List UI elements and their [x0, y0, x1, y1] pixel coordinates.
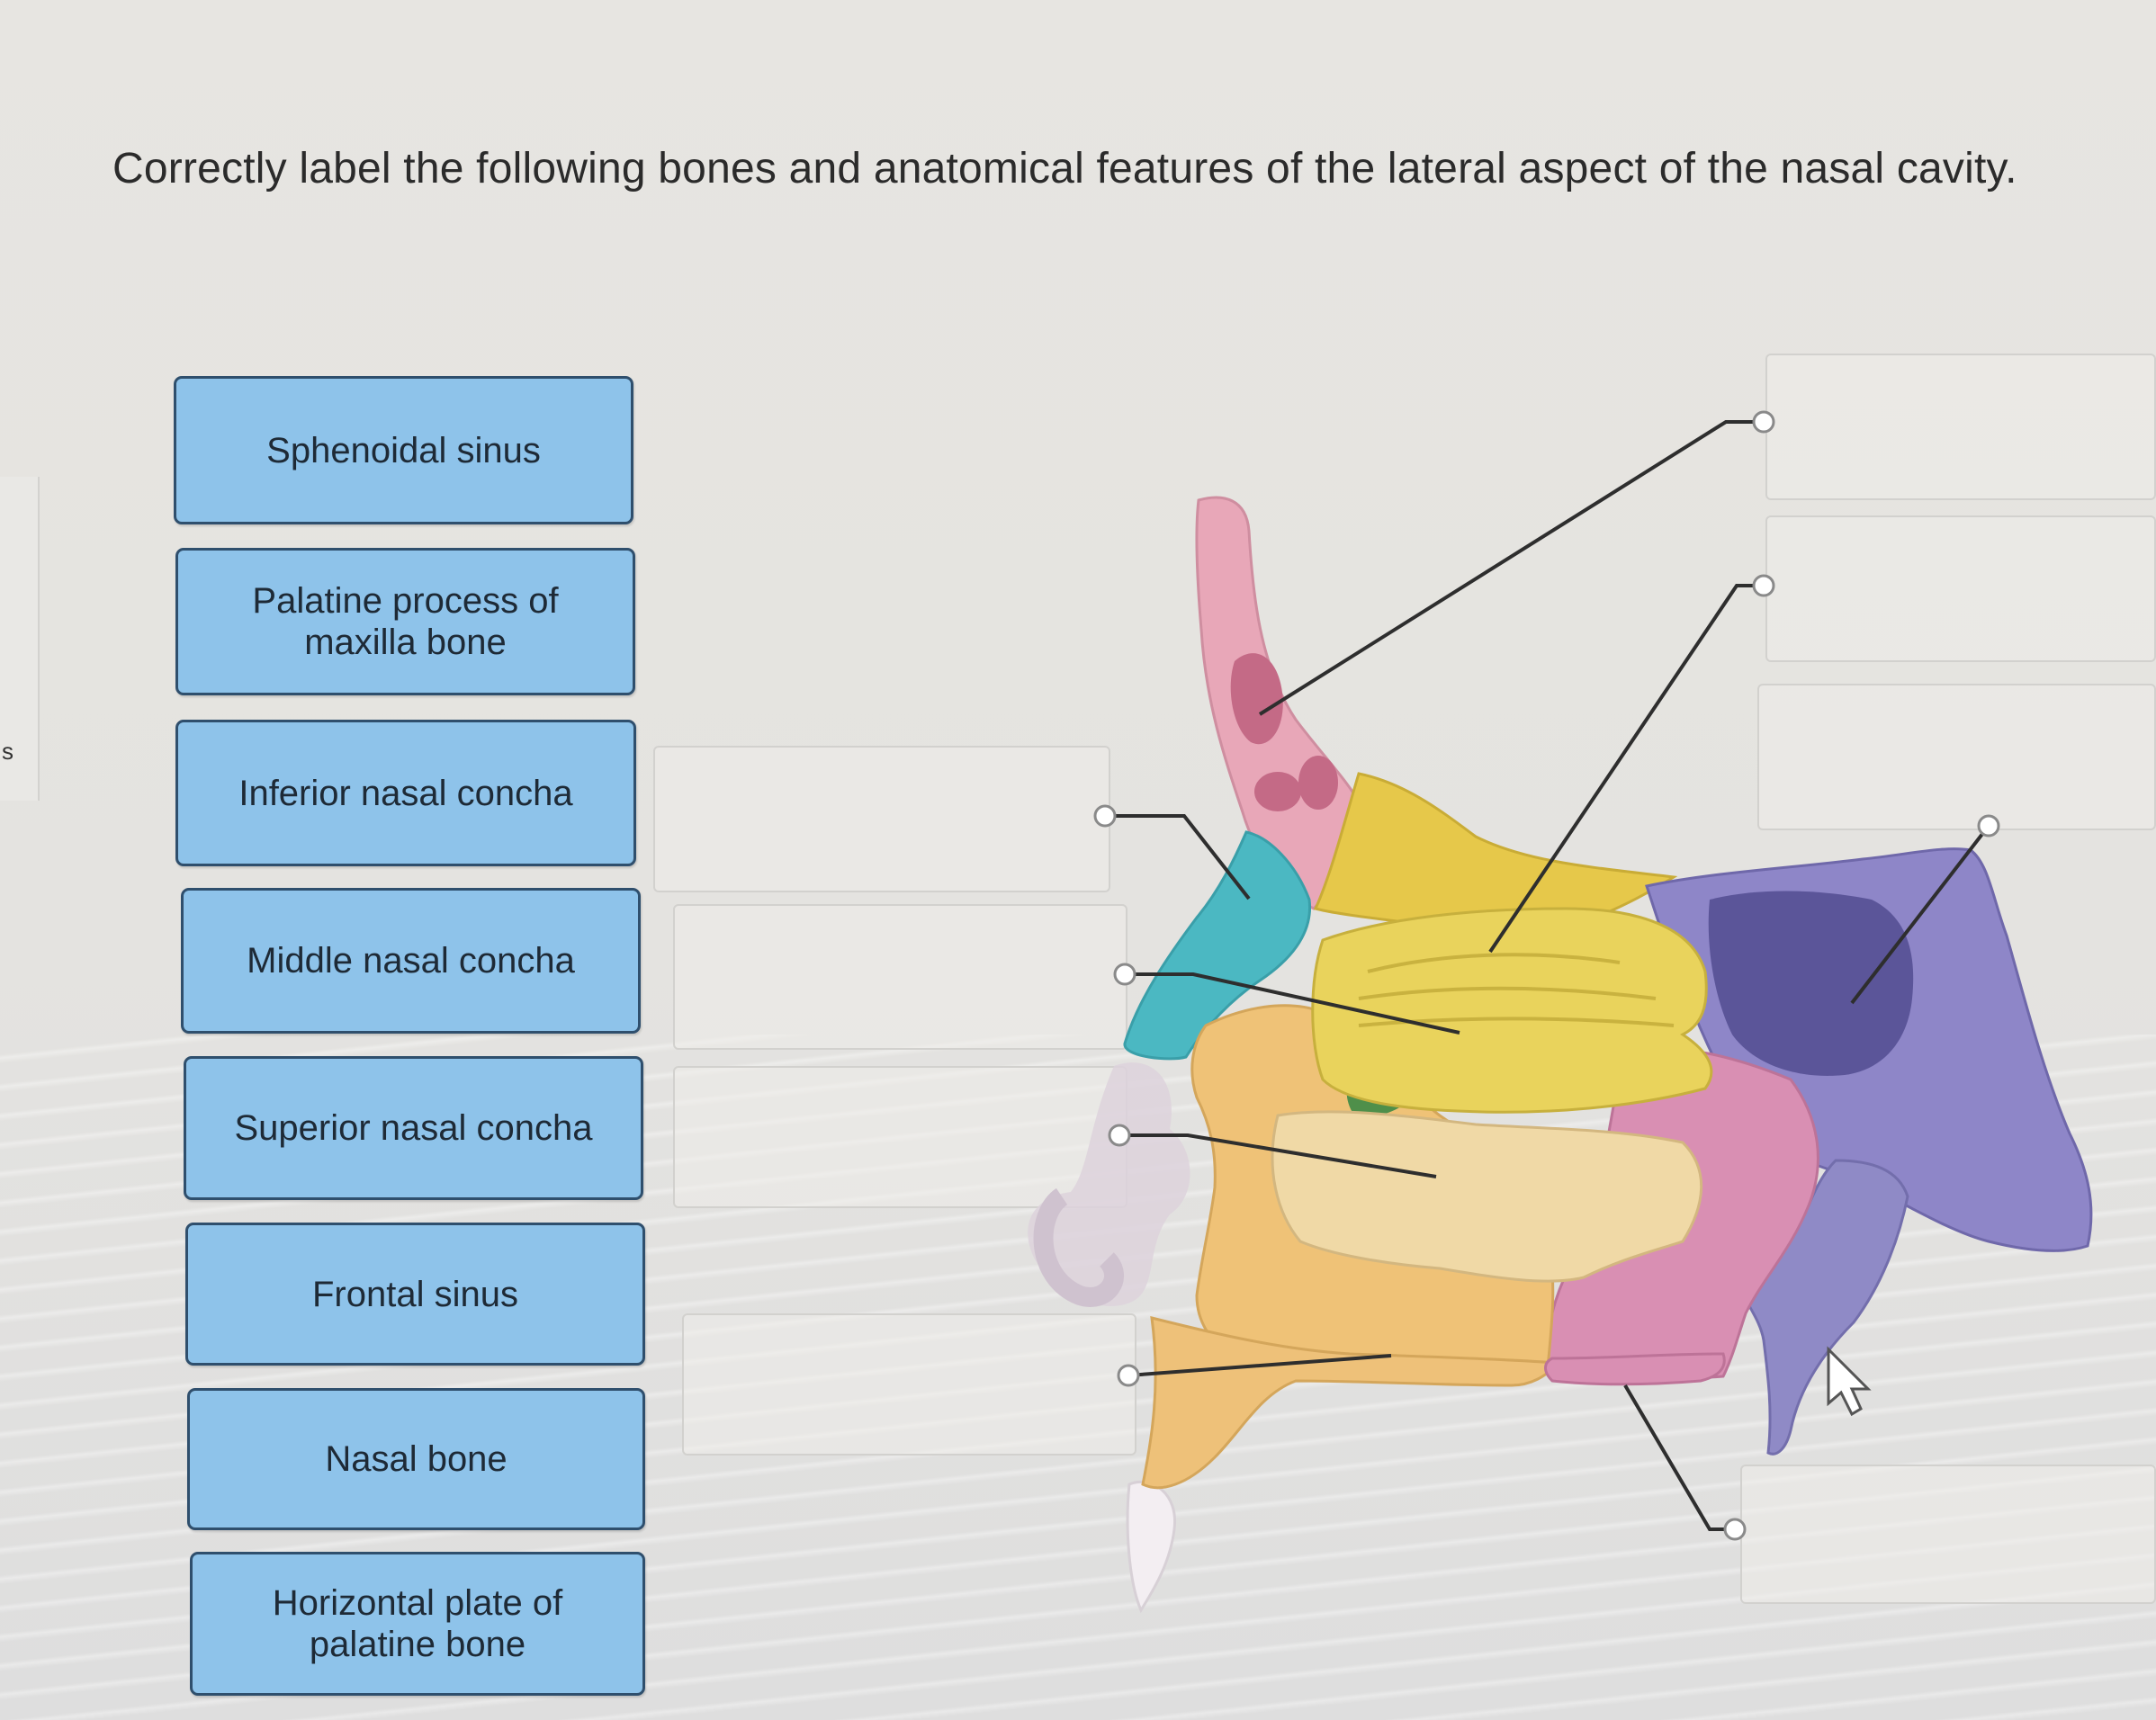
- endpoint-6: [1108, 1124, 1131, 1147]
- left-edge-glyph: s: [2, 738, 13, 765]
- label-chip-middle-nasal-concha[interactable]: Middle nasal concha: [181, 888, 641, 1034]
- drop-zone-4[interactable]: [653, 746, 1110, 892]
- frontal-sinus: [1230, 653, 1283, 745]
- leader-line-8: [1623, 1384, 1735, 1531]
- drop-zone-3[interactable]: [1757, 684, 2156, 830]
- chip-label-line: Palatine process of: [252, 581, 559, 621]
- drop-zone-6[interactable]: [673, 1066, 1127, 1208]
- question-prompt: Correctly label the following bones and …: [112, 145, 2017, 193]
- drop-zone-2[interactable]: [1765, 515, 2156, 662]
- palatine-process-maxilla: [1141, 1316, 1559, 1490]
- frontal-sinus-cell-1: [1254, 772, 1301, 811]
- chip-label: Nasal bone: [325, 1439, 508, 1479]
- endpoint-7: [1117, 1364, 1140, 1387]
- label-chip-inferior-nasal-concha[interactable]: Inferior nasal concha: [175, 720, 636, 866]
- chip-label: Frontal sinus: [312, 1274, 518, 1314]
- endpoint-5: [1113, 963, 1136, 986]
- nasal-cartilage: [1028, 1062, 1190, 1306]
- label-chip-frontal-sinus[interactable]: Frontal sinus: [185, 1223, 645, 1366]
- label-chip-nasal-bone[interactable]: Nasal bone: [187, 1388, 645, 1530]
- frontal-sinus-cell-2: [1298, 756, 1338, 810]
- inferior-nasal-concha: [1271, 1110, 1703, 1283]
- drop-zone-7[interactable]: [682, 1313, 1136, 1456]
- chip-label: Superior nasal concha: [234, 1108, 593, 1148]
- nostril-loop: [1033, 1187, 1124, 1307]
- drop-zone-1[interactable]: [1765, 354, 2156, 500]
- ethmoid-bone: [1313, 772, 1678, 930]
- leader-line-endpoints: [1093, 410, 2000, 1541]
- chip-label: Sphenoidal sinus: [266, 430, 541, 470]
- mouse-cursor-icon: [1827, 1346, 1872, 1417]
- middle-nasal-concha: [1311, 907, 1713, 1114]
- chip-label-line: palatine bone: [309, 1625, 526, 1664]
- label-chip-sphenoidal-sinus[interactable]: Sphenoidal sinus: [174, 376, 633, 524]
- sphenoidal-sinus: [1708, 891, 1914, 1076]
- endpoint-4: [1093, 804, 1117, 828]
- middle-concha-ridges: [1358, 953, 1675, 1027]
- drop-zone-5[interactable]: [673, 904, 1127, 1050]
- leader-line-5: [1125, 972, 1460, 1035]
- leader-line-3: [1850, 824, 1990, 1005]
- chip-label-line: maxilla bone: [304, 623, 507, 662]
- leader-line-6: [1119, 1133, 1437, 1178]
- chip-label-line: Horizontal plate of: [272, 1583, 563, 1623]
- leader-line-4: [1105, 814, 1251, 900]
- endpoint-8: [1723, 1518, 1747, 1541]
- horizontal-plate-palatine: [1544, 1352, 1726, 1386]
- endpoint-1: [1752, 410, 1775, 434]
- drop-zone-8[interactable]: [1740, 1465, 2156, 1604]
- left-panel-edge: s: [0, 477, 40, 801]
- leader-line-7: [1127, 1354, 1392, 1377]
- label-chip-superior-nasal-concha[interactable]: Superior nasal concha: [184, 1056, 643, 1200]
- endpoint-2: [1752, 574, 1775, 597]
- chip-label: Middle nasal concha: [247, 941, 575, 981]
- endpoint-3: [1977, 814, 2000, 838]
- incisor: [1126, 1480, 1177, 1614]
- leader-line-1: [1258, 420, 1764, 716]
- chip-label: Inferior nasal concha: [238, 773, 573, 813]
- nasal-bone: [1123, 830, 1312, 1061]
